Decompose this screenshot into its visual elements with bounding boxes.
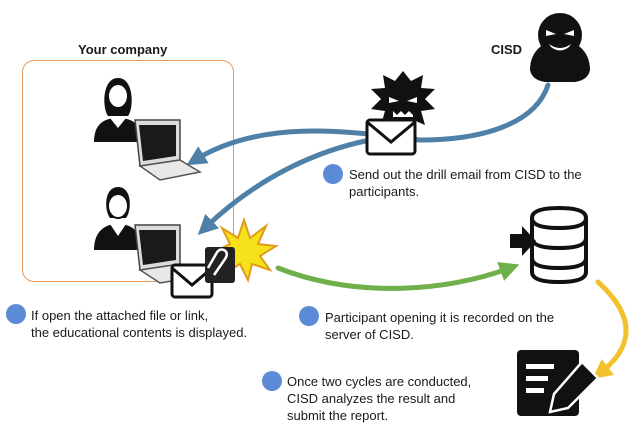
company-label: Your company [78,42,168,57]
user-icon-2 [94,187,142,250]
green-arrow [275,262,520,291]
cisd-label: CISD [491,42,523,57]
step-4-line1: Once two cycles are conducted, [287,374,472,389]
database-icon [510,205,588,285]
step-1-text: Send out the drill email from CISD to th… [349,166,619,200]
step-2-line1: If open the attached file or link, [31,308,209,323]
laptop-icon-1 [134,119,203,181]
step-3-line2: server of CISD. [325,327,414,342]
step-3-text: Participant opening it is recorded on th… [325,309,595,343]
step-2-line2: the educational contents is displayed. [31,325,248,340]
attachment-icon [170,247,235,299]
step-dot [299,306,319,326]
step-dot [6,304,26,324]
step-4-text: Once two cycles are conducted, CISD anal… [287,373,517,424]
step-1-line2: participants. [349,184,420,199]
step-4-line3: submit the report. [287,408,389,423]
step-3-line1: Participant opening it is recorded on th… [325,310,555,325]
report-icon [517,350,600,416]
blue-arrow-2 [197,137,373,235]
step-4-line2: CISD analyzes the result and [287,391,456,406]
virus-icon [371,71,435,133]
envelope-icon [365,118,417,156]
user-icon-1 [94,78,142,142]
step-dot [323,164,343,184]
step-2-text: If open the attached file or link, the e… [31,307,291,341]
yellow-arrow [592,279,629,380]
company-box [22,60,234,282]
step-1-line1: Send out the drill email from CISD to th… [349,167,582,182]
step-dot [262,371,282,391]
hacker-icon [530,13,590,82]
